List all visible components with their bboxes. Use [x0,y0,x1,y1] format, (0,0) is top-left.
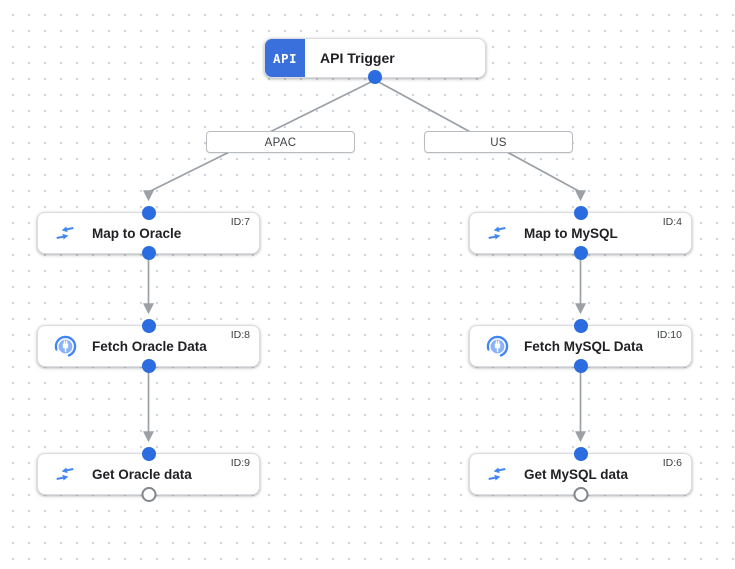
task-id-badge: ID:4 [662,216,682,228]
task-id-badge: ID:10 [656,329,682,341]
connection-port[interactable] [573,359,588,373]
edge-label-us[interactable]: US [424,131,573,153]
connection-port[interactable] [141,447,156,461]
data-mapping-icon [485,462,509,486]
task-node-map-to-mysql[interactable]: Map to MySQL ID:4 [469,206,692,260]
connection-port[interactable] [573,447,588,461]
api-icon: API [265,39,305,77]
task-id-badge: ID:7 [230,216,250,228]
connection-port[interactable] [573,246,588,260]
task-id-badge: ID:6 [662,457,682,469]
task-node-fetch-oracle-data[interactable]: Fetch Oracle Data ID:8 [37,319,260,373]
task-label: Get MySQL data [524,466,629,482]
connector-icon [53,334,77,358]
edge-trigger-to-apac [143,79,376,202]
connection-port[interactable] [368,70,382,84]
api-trigger-node[interactable]: API API Trigger [264,38,486,84]
task-id-badge: ID:9 [230,457,250,469]
task-node-fetch-mysql-data[interactable]: Fetch MySQL Data ID:10 [469,319,692,373]
task-node-map-to-oracle[interactable]: Map to Oracle ID:7 [37,206,260,260]
task-node-get-oracle-data[interactable]: Get Oracle data ID:9 [37,447,260,502]
data-mapping-icon [53,462,77,486]
connection-port[interactable] [141,206,156,220]
connection-port[interactable] [141,246,156,260]
edge-label-apac[interactable]: APAC [206,131,355,153]
data-mapping-icon [485,221,509,245]
connection-port[interactable] [573,319,588,333]
task-label: Map to MySQL [524,225,618,241]
connection-port-open[interactable] [141,487,156,502]
task-label: Map to Oracle [92,225,182,241]
task-label: Fetch Oracle Data [92,338,207,354]
connection-port[interactable] [141,359,156,373]
connector-icon [485,334,509,358]
connection-port-open[interactable] [573,487,588,502]
trigger-label: API Trigger [320,50,395,66]
task-label: Get Oracle data [92,466,192,482]
edge-trigger-to-us [374,79,586,202]
data-mapping-icon [53,221,77,245]
task-id-badge: ID:8 [230,329,250,341]
task-label: Fetch MySQL Data [524,338,644,354]
task-node-get-mysql-data[interactable]: Get MySQL data ID:6 [469,447,692,502]
connection-port[interactable] [141,319,156,333]
connection-port[interactable] [573,206,588,220]
